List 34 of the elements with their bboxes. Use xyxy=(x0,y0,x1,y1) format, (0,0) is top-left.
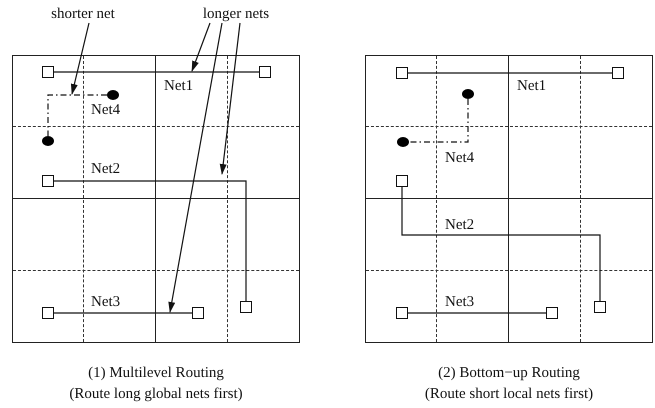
caption-text: (Route short local nets first) xyxy=(424,385,594,404)
net-wire xyxy=(401,187,601,301)
pin-terminal xyxy=(396,66,408,78)
pin-dot xyxy=(106,90,118,100)
annotation-text: longer nets xyxy=(192,5,280,23)
net-wire xyxy=(54,312,192,314)
caption-text: (Route long global nets first) xyxy=(68,385,244,404)
caption-text: (1) Multilevel Routing xyxy=(87,364,225,383)
net-wire xyxy=(408,312,546,314)
pin-terminal xyxy=(546,306,558,318)
pin-terminal xyxy=(612,66,624,78)
leader-arrow xyxy=(220,22,241,175)
pin-terminal xyxy=(42,174,54,186)
pin-dot xyxy=(396,136,408,146)
annotation-text: shorter net xyxy=(40,5,126,23)
pin-dot xyxy=(462,88,474,98)
net-wire xyxy=(54,180,247,301)
net-wire xyxy=(47,94,107,136)
pin-dot xyxy=(42,136,54,146)
pin-terminal xyxy=(42,306,54,318)
pin-terminal xyxy=(258,66,270,78)
pin-terminal xyxy=(396,174,408,186)
net-wire xyxy=(408,72,612,74)
leader-arrow xyxy=(70,22,90,95)
pin-terminal xyxy=(192,306,204,318)
leader-arrow xyxy=(191,22,211,72)
caption-text: (2) Bottom−up Routing xyxy=(437,364,581,383)
net-wire xyxy=(409,99,469,143)
pin-terminal xyxy=(240,300,252,312)
pin-terminal xyxy=(594,300,606,312)
leader-arrow xyxy=(168,22,223,313)
net-wire xyxy=(54,71,259,73)
pin-terminal xyxy=(396,306,408,318)
pin-terminal xyxy=(42,66,54,78)
